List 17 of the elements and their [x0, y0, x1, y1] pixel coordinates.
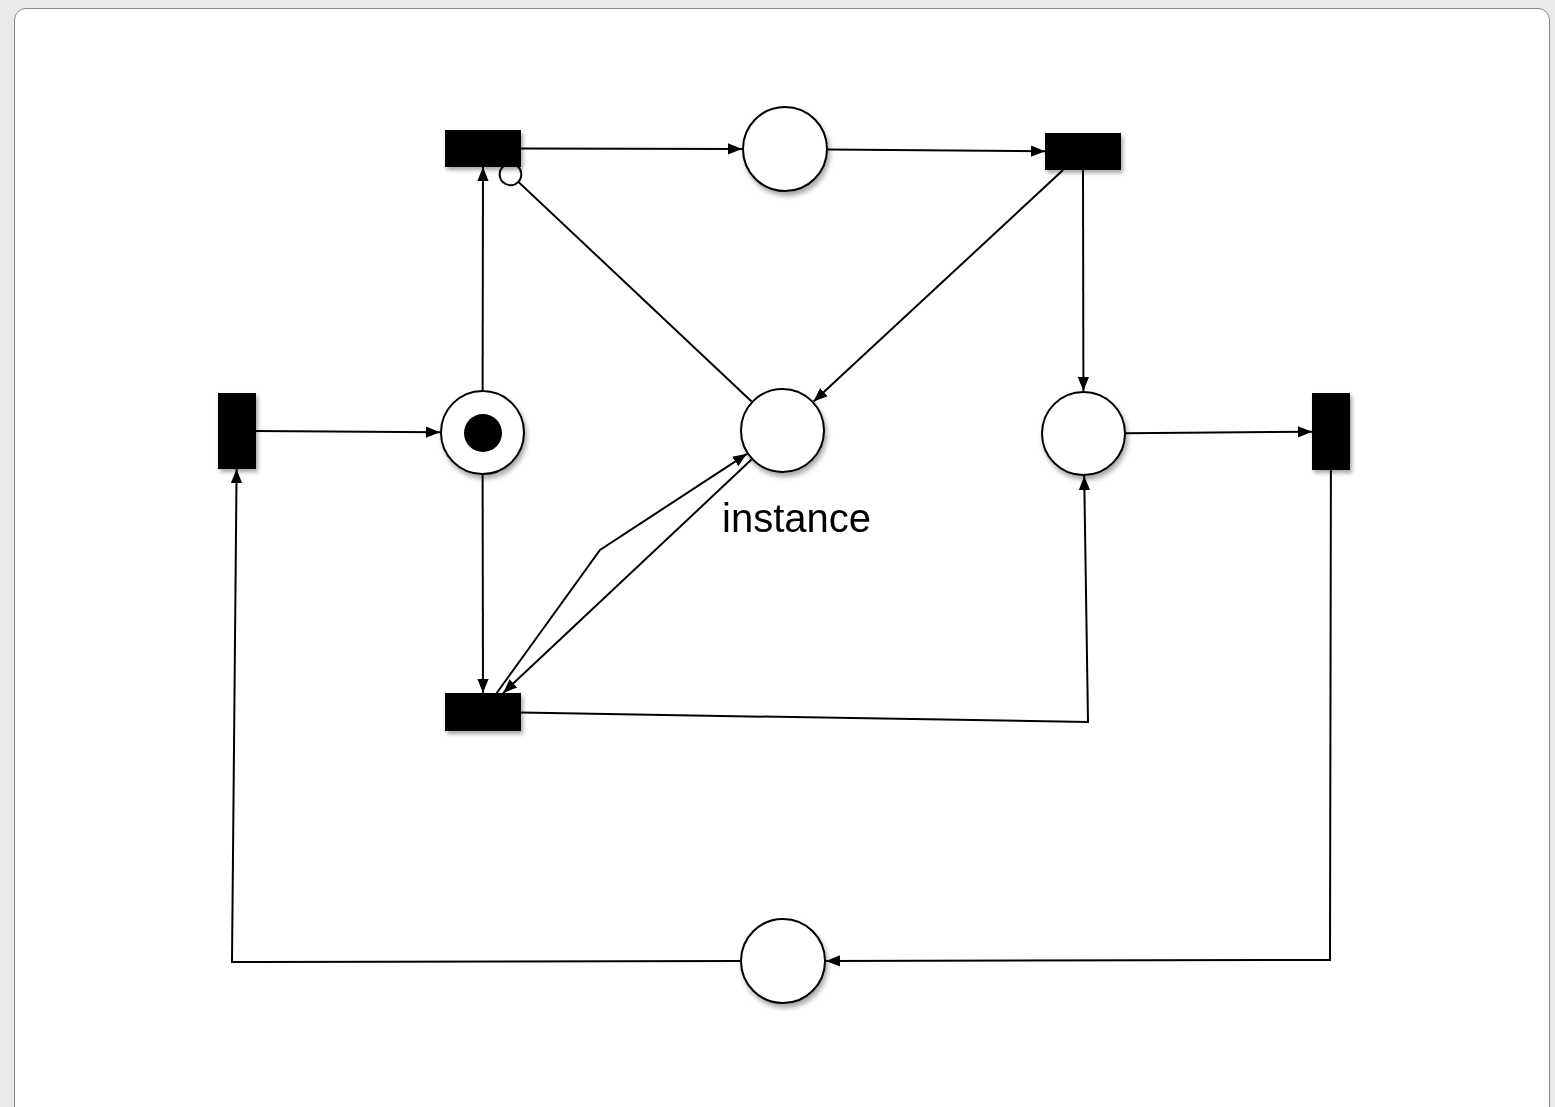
arrow	[520, 475, 1090, 723]
arrow	[230, 468, 741, 963]
arrow	[812, 169, 1065, 403]
arrow	[1125, 426, 1313, 438]
arrow	[477, 166, 489, 391]
transition-bar	[1312, 393, 1350, 470]
transition-bar	[445, 130, 521, 167]
arrow	[827, 145, 1046, 157]
arrow	[520, 143, 743, 155]
transition-bar	[445, 693, 521, 731]
arrow	[477, 474, 489, 694]
transition-bar	[218, 393, 256, 469]
transition-bar	[1045, 133, 1121, 170]
arrow	[1077, 169, 1089, 392]
arrow	[825, 469, 1332, 967]
arc-label: instance	[722, 496, 871, 541]
arrow	[255, 426, 441, 438]
